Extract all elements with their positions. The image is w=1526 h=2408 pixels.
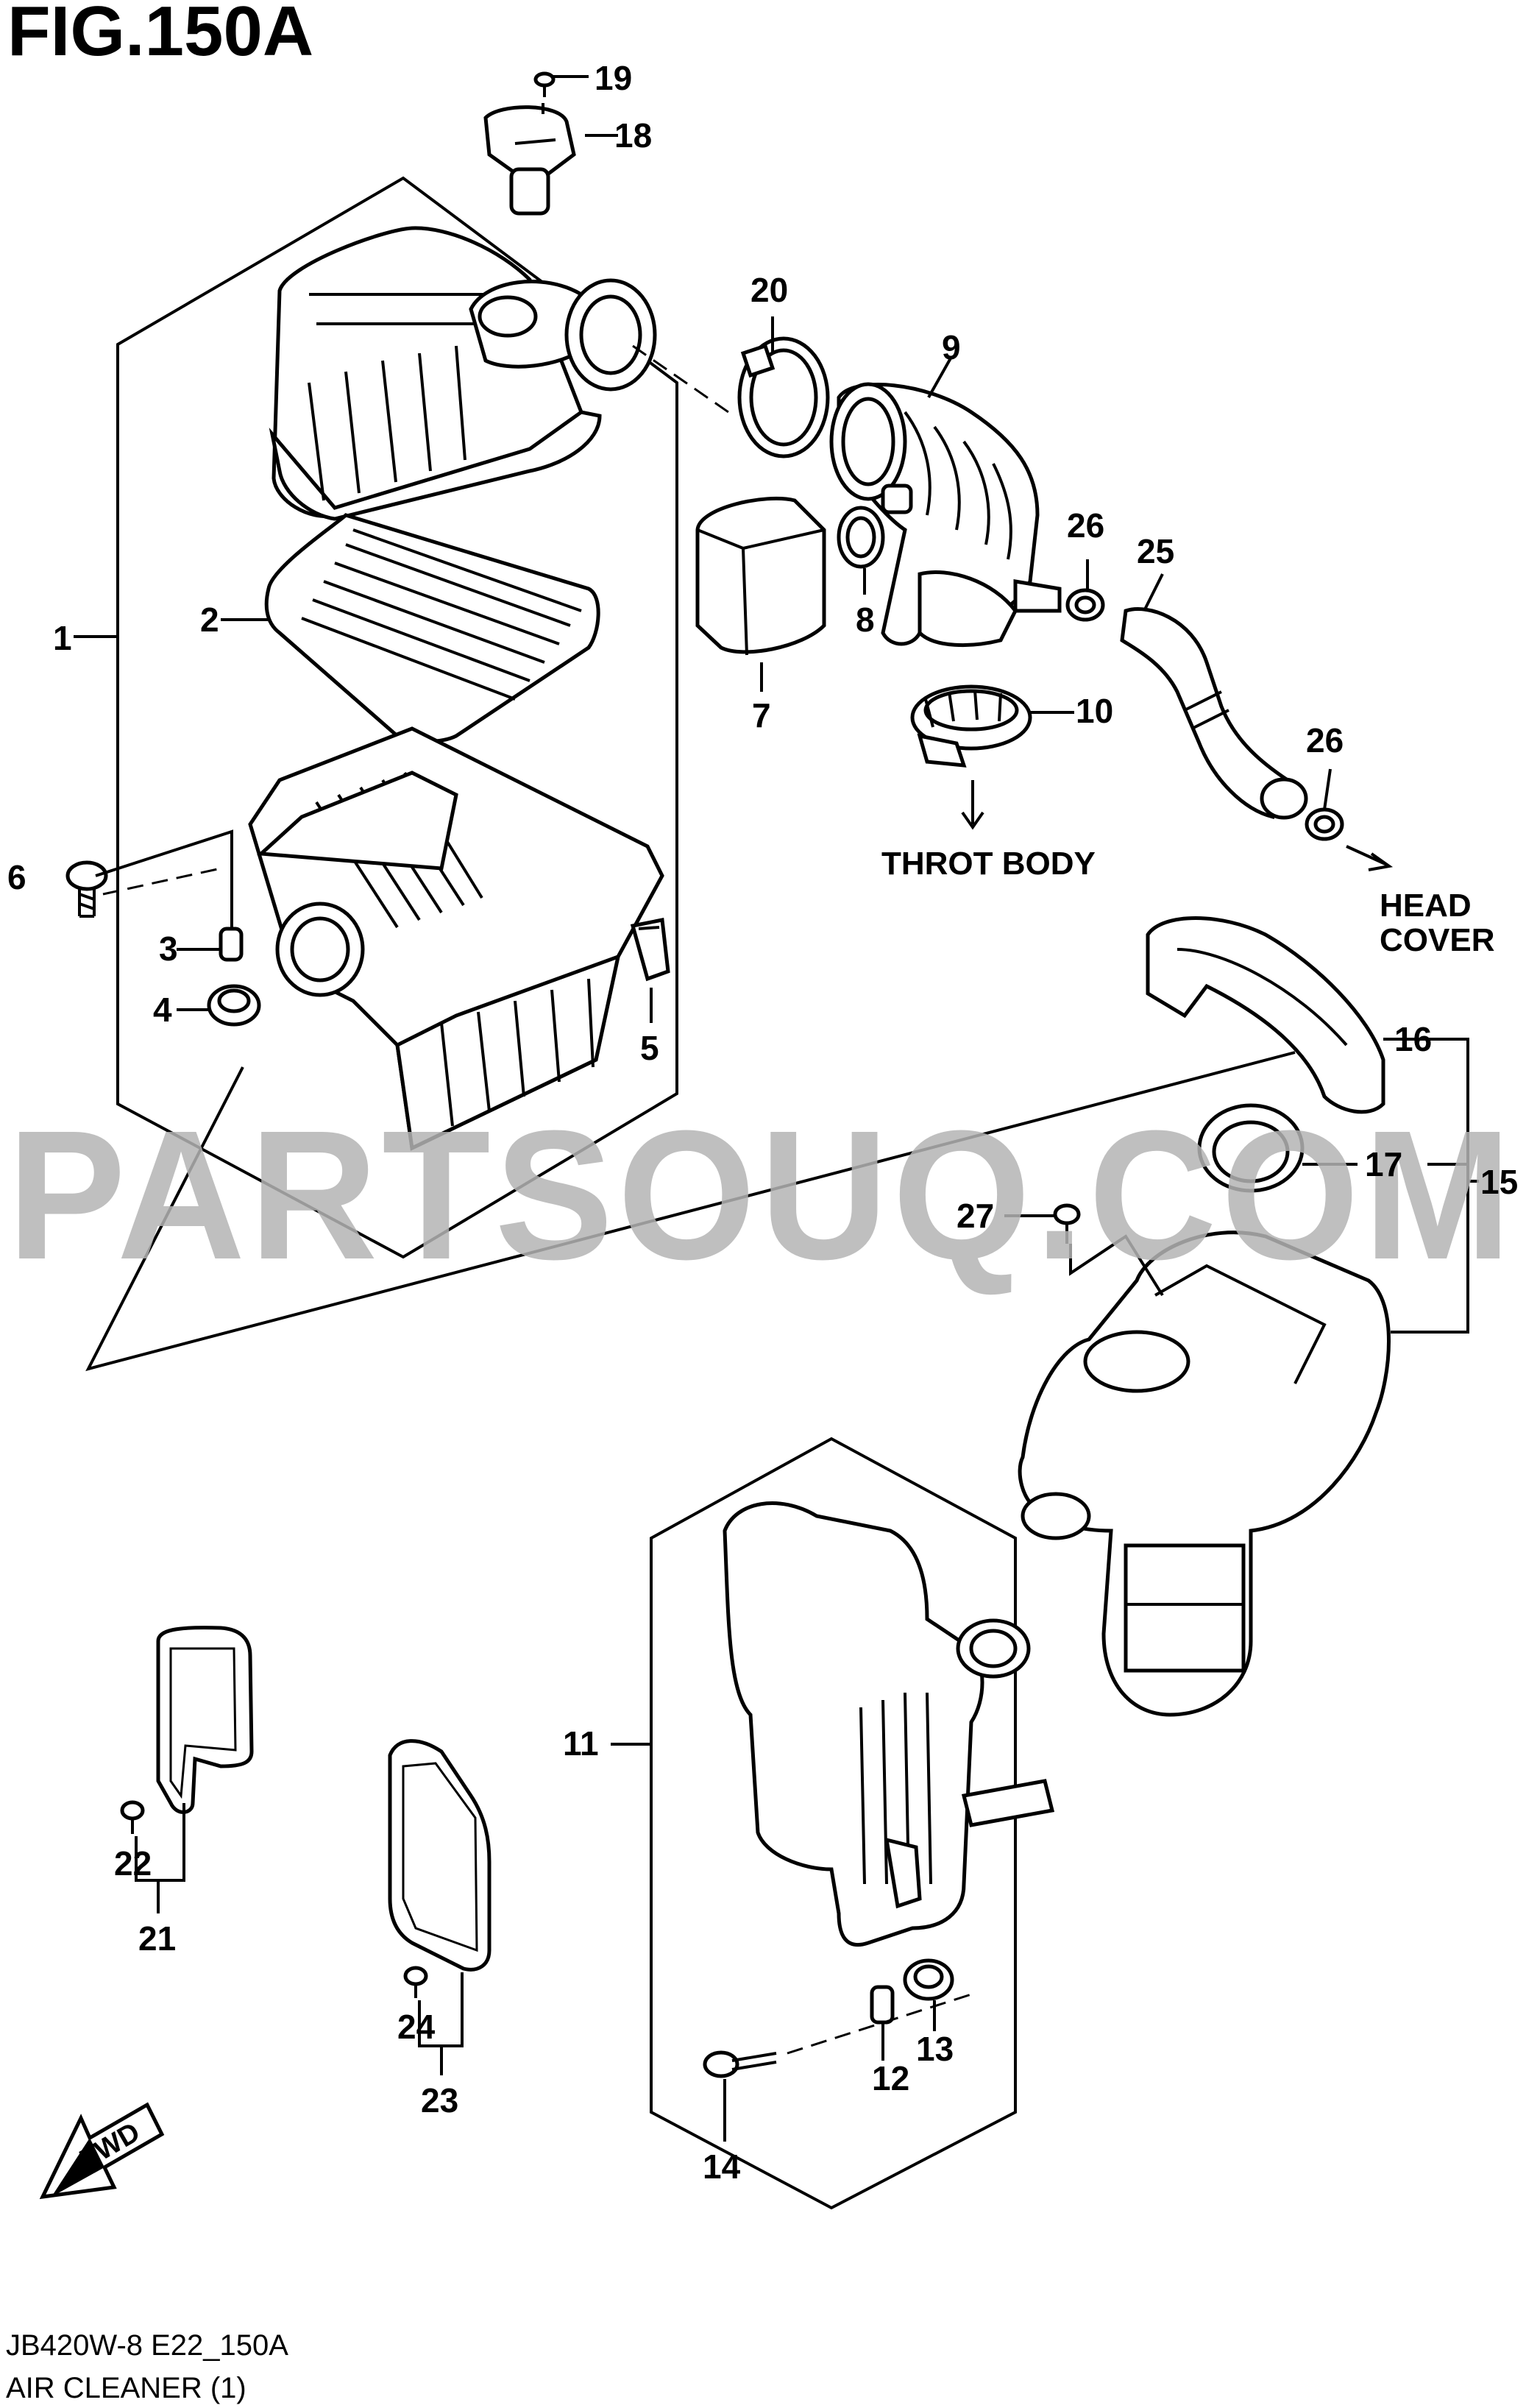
callout-26-upper[interactable]: 26 [1067,506,1104,545]
part-26-clip-upper-shape [1065,588,1105,622]
callout-1[interactable]: 1 [53,619,72,657]
callout-15[interactable]: 15 [1480,1163,1518,1201]
callout-7[interactable]: 7 [752,696,771,734]
callout-17[interactable]: 17 [1365,1145,1402,1183]
head-cover-arrow [1346,845,1394,871]
footer-caption: AIR CLEANER (1) [6,2372,246,2404]
callout-20[interactable]: 20 [750,271,788,309]
callout-25[interactable]: 25 [1137,532,1174,570]
dashed-assembly-lines [85,344,1296,2055]
throttle-body-arrow [961,780,984,830]
callout-5[interactable]: 5 [640,1029,659,1067]
callout-18[interactable]: 18 [614,116,652,155]
callout-13[interactable]: 13 [916,2030,954,2068]
fwd-arrow-icon: FWD [39,2102,165,2200]
lower-case-shape [248,726,664,1151]
part-24-clip-shape [403,1966,428,1998]
throttle-body-label: THROT BODY [881,846,1096,882]
part-16-intake-duct-shape [1146,916,1385,1114]
part-4-cushion-shape [207,984,261,1027]
callout-3[interactable]: 3 [159,929,178,968]
part-15-resonator-body-shape [1018,1230,1391,1717]
part-5-clip-shape [630,918,670,982]
part-26-clip-lower-shape [1305,807,1344,841]
callout-2[interactable]: 2 [200,601,219,639]
part-11-resonator-shape [723,1501,1055,1947]
part-17-seal-shape [1197,1103,1305,1193]
group-frame-11 [650,1437,1017,2210]
callout-12[interactable]: 12 [872,2059,909,2097]
part-19-screw-shape [533,71,556,97]
callout-16[interactable]: 16 [1394,1020,1432,1058]
part-23-seal-shape [388,1739,491,1972]
callout-26-lower[interactable]: 26 [1306,721,1344,759]
part-21-seal-shape [156,1626,254,1814]
group-frame-1 [116,176,678,1259]
part-10-hose-clamp-shape [910,684,1032,768]
part-25-breather-hose-shape [1120,607,1308,820]
part-8-oring-shape [837,506,885,569]
filter-element-shape [264,513,600,743]
callout-14[interactable]: 14 [703,2147,741,2186]
callout-10[interactable]: 10 [1076,692,1113,730]
part-22-clip-shape [120,1800,145,1834]
part-9-intake-hose-shape [829,382,1062,647]
callout-9[interactable]: 9 [942,328,961,366]
part-20-clamp-shape [737,336,830,458]
callout-11[interactable]: 11 [563,1724,599,1763]
callout-19[interactable]: 19 [595,59,632,97]
head-cover-label-line2: COVER [1380,922,1494,958]
lower-resonator-group [650,1437,1055,2210]
upper-case-shape [269,226,657,521]
callout-23[interactable]: 23 [421,2081,458,2120]
part-7-block-shape [695,496,826,656]
leader-lines [74,75,1479,2142]
figure-title: FIG.150A [7,0,313,71]
callout-8[interactable]: 8 [856,601,875,639]
part-13-cushion-shape [903,1958,954,2001]
footer-diagram-code: JB420W-8 E22_150A [6,2329,288,2362]
callout-27[interactable]: 27 [957,1197,994,1235]
callout-6[interactable]: 6 [7,858,26,896]
callout-21[interactable]: 21 [138,1919,176,1958]
part-6-bolt-shape [65,860,108,918]
air-cleaner-assembly-group [116,176,678,1259]
part-18-airflow-sensor-shape [483,105,576,216]
callout-22[interactable]: 22 [114,1844,152,1883]
callout-24[interactable]: 24 [397,2008,436,2046]
watermark-text: PARTSOUQ.COM [7,1092,1516,1297]
part-12-collar-shape [870,1985,895,2025]
part-14-bolt-shape [703,2050,777,2078]
head-cover-label-line1: HEAD [1380,888,1472,924]
part-27-clip-shape [1053,1203,1081,1244]
callout-4[interactable]: 4 [153,991,172,1029]
part-3-collar-shape [219,927,244,962]
callout-labels: 1 2 3 4 5 6 7 8 9 10 11 12 13 14 15 16 1… [7,59,1518,2186]
